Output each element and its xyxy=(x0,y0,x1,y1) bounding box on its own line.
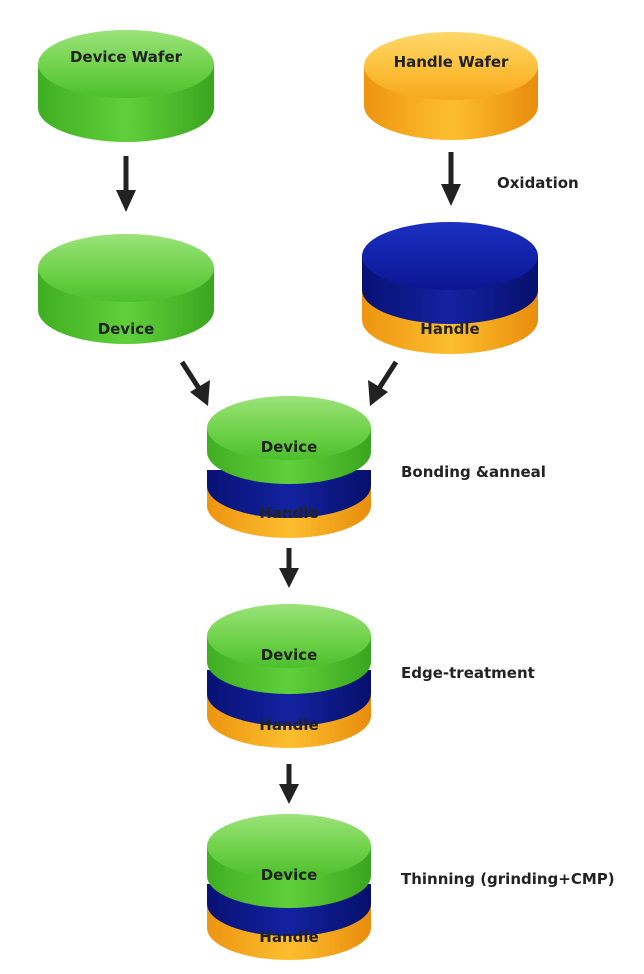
device-label: Device xyxy=(261,866,318,884)
arrow-down-icon xyxy=(279,548,299,588)
step-thinning-label: Thinning (grinding+CMP) xyxy=(401,870,615,888)
edge-treated-stack-disk: Device Handle xyxy=(207,604,371,748)
device-label: Device xyxy=(261,646,318,664)
arrow-down-icon xyxy=(279,764,299,804)
step-edge-label: Edge-treatment xyxy=(401,664,535,682)
device-wafer-label: Device Wafer xyxy=(70,48,183,66)
step-oxidation-label: Oxidation xyxy=(497,174,579,192)
thinned-stack-disk: Device Handle xyxy=(207,814,371,960)
handle-label: Handle xyxy=(259,928,318,946)
arrow-down-icon xyxy=(441,152,461,206)
bonded-stack-disk: Device Handle xyxy=(207,396,371,538)
handle-label: Handle xyxy=(420,320,479,338)
oxidized-handle-disk: Handle xyxy=(362,222,538,354)
device-disk: Device xyxy=(38,234,214,344)
step-bonding-label: Bonding &anneal xyxy=(401,463,546,481)
handle-wafer-disk: Handle Wafer xyxy=(364,32,538,140)
device-label: Device xyxy=(261,438,318,456)
arrow-down-icon xyxy=(116,156,136,212)
handle-wafer-label: Handle Wafer xyxy=(394,53,509,71)
handle-label: Handle xyxy=(259,716,318,734)
arrow-diagonal-icon xyxy=(179,360,210,406)
arrow-diagonal-icon xyxy=(368,360,399,406)
device-wafer-disk: Device Wafer xyxy=(38,30,214,142)
device-label: Device xyxy=(98,320,155,338)
handle-label: Handle xyxy=(259,504,318,522)
